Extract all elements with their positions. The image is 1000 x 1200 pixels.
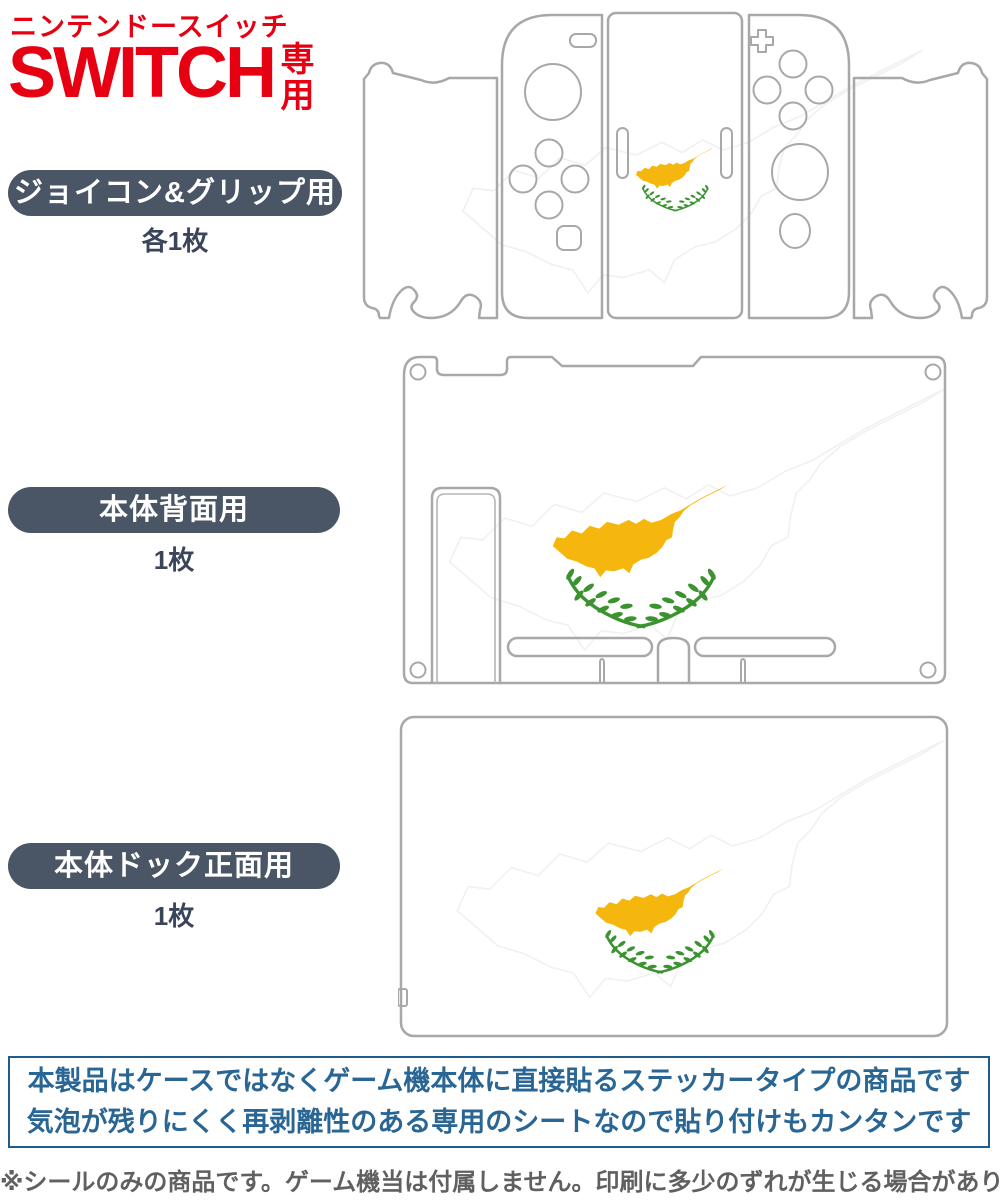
bottom-notch-cutout (740, 658, 746, 684)
face-buttons-cutout (752, 49, 834, 131)
right-rail-skin (852, 61, 989, 320)
screw-hole (919, 661, 937, 679)
cyprus-watermark (455, 739, 945, 999)
dock-front-outline (399, 715, 949, 1038)
screen-strip-skin (606, 11, 744, 320)
info-box: 本製品はケースではなくゲーム機本体に直接貼るステッカータイプの商品です 気泡が残… (8, 1056, 990, 1148)
dock-tab-cutout (398, 988, 408, 1007)
kickstand-cutout (430, 486, 502, 685)
header-subtitle: ニンテンドースイッチ (10, 12, 289, 42)
label-joycon-grip: ジョイコン&グリップ用 (8, 170, 342, 216)
console-back-outline (402, 355, 947, 685)
count-joycon-grip: 各1枚 (141, 226, 209, 256)
rail-slot-cutout (720, 127, 733, 179)
joycon-grip-skin-diagram (362, 11, 989, 320)
center-connector-cutout (656, 636, 691, 685)
home-button-cutout (779, 213, 811, 249)
rail-slot-cutout (616, 127, 629, 179)
analog-stick-cutout (771, 143, 829, 201)
console-back-skin-diagram (402, 355, 947, 685)
rail-slot-cutout (506, 636, 654, 658)
analog-stick-cutout (524, 63, 582, 121)
header-title-switch: SWITCH (8, 33, 277, 113)
left-joycon-skin (500, 13, 604, 320)
screw-hole (924, 363, 942, 381)
count-dock-front: 1枚 (153, 901, 195, 931)
screw-hole (409, 363, 427, 381)
minus-button-cutout (569, 33, 597, 48)
bottom-notch-cutout (599, 658, 605, 684)
rail-slot-cutout (693, 636, 837, 658)
label-console-back: 本体背面用 (8, 487, 340, 533)
count-console-back: 1枚 (153, 545, 195, 575)
capture-button-cutout (556, 225, 582, 251)
cyprus-flag (636, 147, 714, 210)
dpad-cutout (508, 138, 590, 220)
header-title-suffix: 専用 (274, 41, 313, 113)
info-line-1: 本製品はケースではなくゲーム機本体に直接貼るステッカータイプの商品です (27, 1066, 971, 1096)
screw-hole (409, 661, 427, 679)
header-title: SWITCH 専用 (8, 33, 313, 113)
right-joycon-skin (747, 13, 851, 320)
cyprus-flag (553, 485, 728, 627)
cyprus-flag (595, 869, 723, 973)
footnote: ※シールのみの商品です。ゲーム機当は付属しません。印刷に多少のずれが生じる場合が… (0, 1169, 1000, 1196)
left-rail-skin (362, 61, 499, 320)
dock-front-skin-diagram (398, 715, 949, 1038)
label-dock-front: 本体ドック正面用 (8, 843, 340, 889)
cyprus-watermark (448, 387, 947, 652)
plus-button-cutout (750, 29, 774, 53)
info-line-2: 気泡が残りにくく再剥離性のある専用のシートなので貼り付けもカンタンです (26, 1107, 972, 1137)
